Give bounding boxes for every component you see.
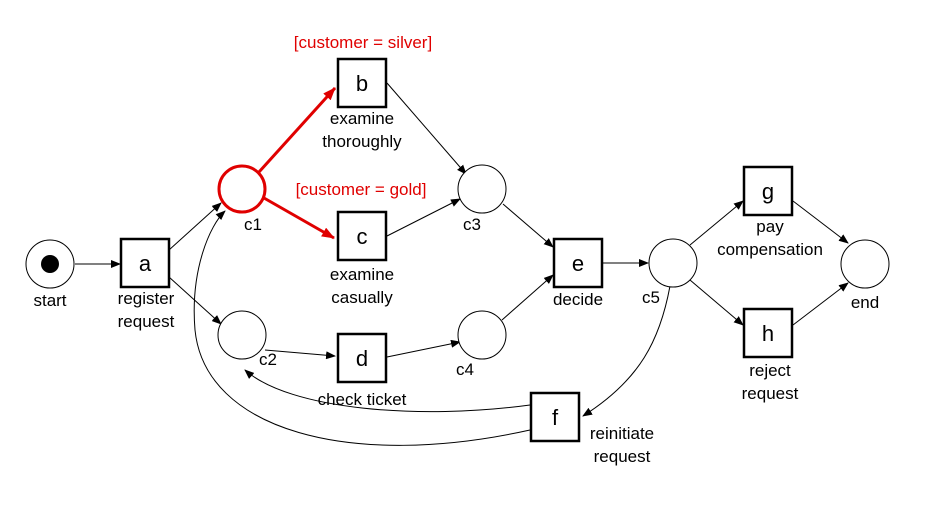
place-c4 — [457, 310, 507, 360]
label-h-line2: request — [742, 384, 799, 403]
transition-labels: register request examine thoroughly exam… — [118, 109, 823, 466]
label-c2: c2 — [259, 350, 277, 369]
transition-f — [529, 391, 581, 443]
arc-c4-e — [501, 274, 554, 321]
transition-a — [119, 237, 171, 289]
place-c3 — [457, 164, 507, 214]
label-c4: c4 — [456, 360, 474, 379]
arc-d-c4 — [386, 339, 461, 358]
arc-a-c1 — [168, 202, 222, 251]
label-c5: c5 — [642, 288, 660, 307]
conditions: [customer = silver] [customer = gold] — [294, 33, 432, 199]
label-f-line1: reinitiate — [590, 424, 654, 443]
arcs — [75, 82, 849, 446]
condition-gold: [customer = gold] — [296, 180, 427, 199]
transition-c — [336, 210, 388, 262]
transition-g — [742, 165, 794, 217]
place-c2 — [217, 310, 267, 360]
arc-c5-g — [689, 200, 744, 246]
transition-f-id: f — [552, 405, 559, 430]
transition-b-id: b — [356, 71, 368, 96]
transition-e — [552, 237, 604, 289]
label-g-line1: pay — [756, 217, 784, 236]
arc-g-end — [792, 200, 849, 244]
condition-silver: [customer = silver] — [294, 33, 432, 52]
place-c1 — [217, 164, 267, 214]
arc-c5-h — [689, 279, 744, 326]
arc-c2-d — [264, 349, 336, 360]
transition-a-id: a — [139, 251, 152, 276]
label-a-line1: register — [118, 289, 175, 308]
label-a-line2: request — [118, 312, 175, 331]
transition-h-id: h — [762, 321, 774, 346]
label-end: end — [851, 293, 879, 312]
transition-d — [336, 332, 388, 384]
arc-c1-b — [257, 86, 337, 174]
label-b-line1: examine — [330, 109, 394, 128]
label-f-line2: request — [594, 447, 651, 466]
place-c5 — [648, 238, 698, 288]
arc-c1-c — [263, 196, 335, 240]
label-b-line2: thoroughly — [322, 132, 402, 151]
label-c3: c3 — [463, 215, 481, 234]
arc-h-end — [792, 282, 849, 326]
arc-a-c2 — [168, 276, 222, 325]
label-d: check ticket — [318, 390, 407, 409]
label-start: start — [33, 291, 66, 310]
place-end — [840, 239, 890, 289]
arc-c-c3 — [386, 198, 461, 237]
label-h-line1: reject — [749, 361, 791, 380]
label-g-line2: compensation — [717, 240, 823, 259]
transitions: a b c d e f g h — [119, 57, 794, 443]
transition-c-id: c — [357, 224, 368, 249]
transition-h — [742, 307, 794, 359]
label-e: decide — [553, 290, 603, 309]
arc-f-c2 — [244, 369, 531, 413]
place-labels: start c1 c2 c3 c4 c5 end — [33, 215, 879, 379]
arc-b-c3 — [386, 82, 467, 175]
arc-f-c1 — [193, 210, 531, 446]
token — [41, 255, 59, 273]
transition-b — [336, 57, 388, 109]
label-c1: c1 — [244, 215, 262, 234]
label-c-line2: casually — [331, 288, 393, 307]
places — [25, 164, 890, 360]
arc-c3-e — [502, 203, 554, 248]
arc-c5-f — [582, 285, 671, 417]
transition-e-id: e — [572, 251, 584, 276]
transition-d-id: d — [356, 346, 368, 371]
label-c-line1: examine — [330, 265, 394, 284]
transition-g-id: g — [762, 179, 774, 204]
